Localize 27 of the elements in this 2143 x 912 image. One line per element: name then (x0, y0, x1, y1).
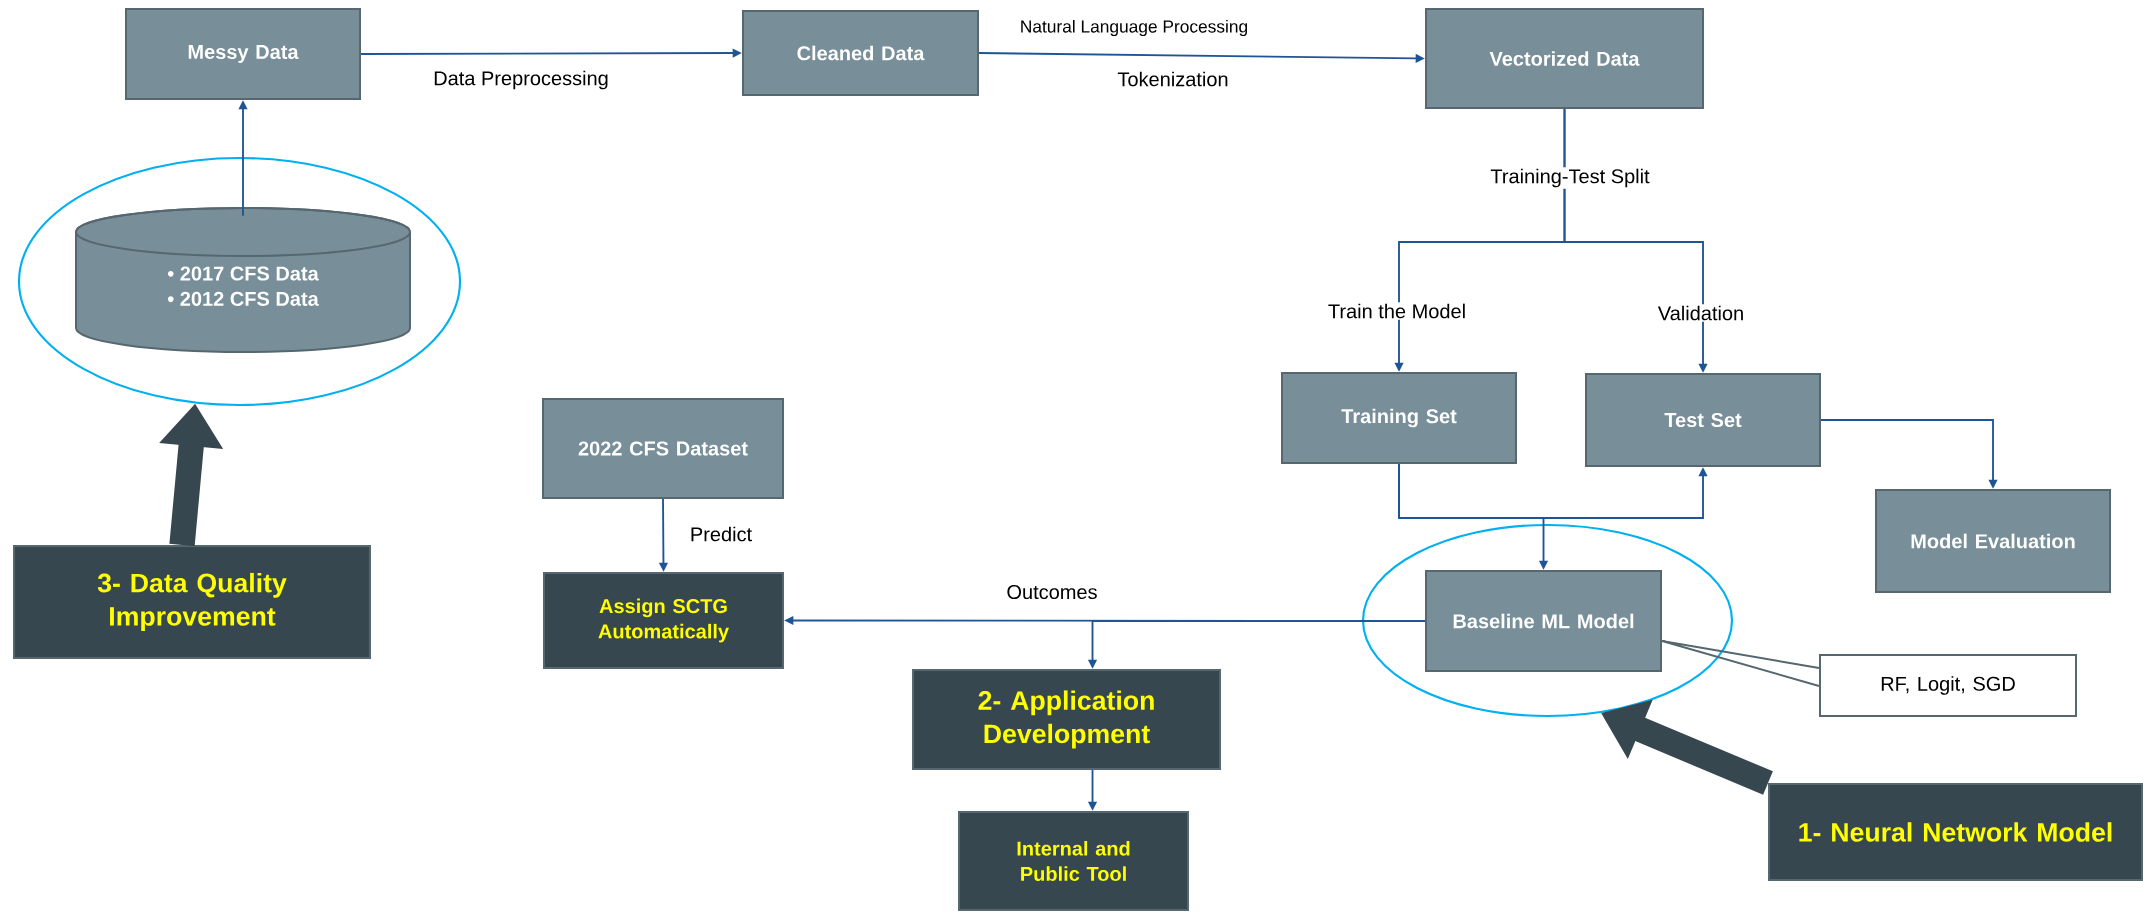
edge-label: Predict (688, 525, 754, 543)
highlight-ellipse (1361, 523, 1734, 718)
edge-label: Train the Model (1326, 302, 1468, 320)
highlight-ellipse (17, 156, 462, 407)
callout-pointer (1661, 640, 1820, 687)
edge-label: Data Preprocessing (431, 69, 611, 91)
process-box: Test Set (1585, 373, 1821, 467)
text-label: Training-Test Split (1489, 167, 1651, 189)
focus-box: 2- Application Development (912, 669, 1221, 770)
edge-label: Natural Language Processing (1018, 18, 1250, 38)
process-box: 2022 CFS Dataset (542, 398, 784, 499)
process-box: Cleaned Data (742, 10, 979, 96)
process-box: Vectorized Data (1425, 8, 1704, 109)
callout-box: RF, Logit, SGD (1819, 654, 2077, 717)
edge-label: Validation (1656, 304, 1746, 322)
process-box: Model Evaluation (1875, 489, 2111, 593)
process-box: Training Set (1281, 372, 1517, 464)
process-box: Assign SCTG Automatically (543, 572, 784, 669)
arrow (1398, 463, 1708, 519)
process-box: Baseline ML Model (1425, 570, 1662, 672)
database-cylinder: • 2017 CFS Data • 2012 CFS Data (75, 207, 411, 353)
focus-box: 1- Neural Network Model (1768, 783, 2143, 881)
text-label: Tokenization (1116, 70, 1230, 88)
edge-label: Outcomes (1005, 583, 1099, 601)
process-box: Internal and Public Tool (958, 811, 1189, 911)
focus-box: 3- Data Quality Improvement (13, 545, 371, 659)
process-box: Messy Data (125, 8, 361, 100)
